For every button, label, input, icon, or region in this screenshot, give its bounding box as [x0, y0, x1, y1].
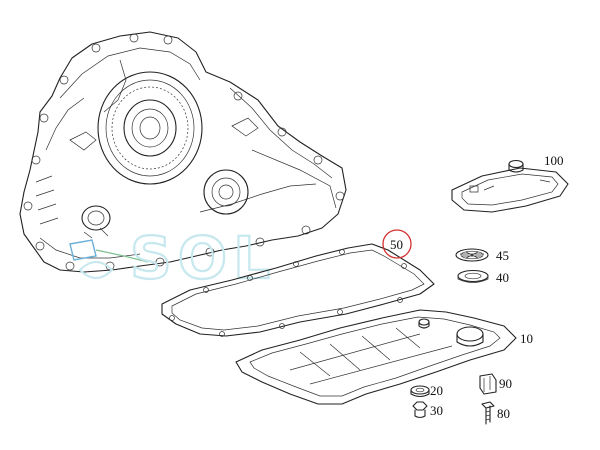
- transmission-housing: [19, 31, 347, 273]
- callout-80: 80: [497, 406, 510, 421]
- callout-90: 90: [499, 376, 512, 391]
- callout-20: 20: [430, 383, 443, 398]
- callout-45: 45: [496, 248, 509, 263]
- callout-10: 10: [520, 331, 533, 346]
- o-ring: [457, 269, 489, 283]
- callout-50-highlight-ring: [382, 229, 412, 259]
- callout-40: 40: [496, 270, 509, 285]
- callout-100: 100: [544, 153, 564, 168]
- oil-pan-gasket: [161, 243, 435, 337]
- callout-50: 50: [390, 237, 403, 252]
- mounting-bolt: [481, 401, 495, 425]
- callout-labels: 50 100 45 40 10 90 20 30 80: [382, 153, 564, 421]
- filter-seal: [455, 248, 489, 262]
- watermark: SOL: [78, 223, 276, 293]
- transmission-filter: [451, 159, 569, 213]
- drain-plug: [412, 401, 428, 419]
- oil-pan: [235, 309, 517, 405]
- connector-plug: [479, 373, 497, 395]
- callout-30: 30: [430, 403, 443, 418]
- drain-washer: [410, 385, 430, 398]
- watermark-text: SOL: [130, 224, 276, 292]
